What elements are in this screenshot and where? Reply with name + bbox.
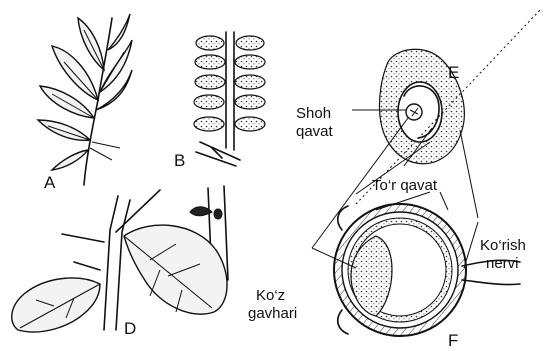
panel-label-e: E [448,63,459,82]
panel-label-d: D [124,319,136,338]
callout-koz-gavhari: Ko‘z gavhari [248,287,297,322]
panel-e-developing-eye: E [379,49,464,163]
callout-shoh-qavat: Shoh qavat [296,105,334,140]
panel-label-a: A [44,173,56,192]
callout-koz-gavhari-line-2: gavhari [248,305,297,322]
panel-label-f: F [448,331,458,350]
callout-tor-qavat-line-1: To‘r qavat [372,177,438,194]
callout-shoh-qavat-line-2: qavat [296,123,334,140]
panel-label-b: B [174,151,185,170]
callout-shoh-qavat-line-1: Shoh [296,105,331,122]
callout-koz-gavhari-line-1: Ko‘z [256,287,285,304]
callout-korish-nervi-line-2: nervi [486,255,519,272]
callout-korish-nervi: Ko‘rish nervi [480,237,526,272]
callout-korish-nervi-line-1: Ko‘rish [480,237,526,254]
callout-tor-qavat: To‘r qavat [372,177,438,194]
panel-b-compound-leaf: B [174,32,265,170]
panel-a-leafy-shoot: A [38,14,132,192]
